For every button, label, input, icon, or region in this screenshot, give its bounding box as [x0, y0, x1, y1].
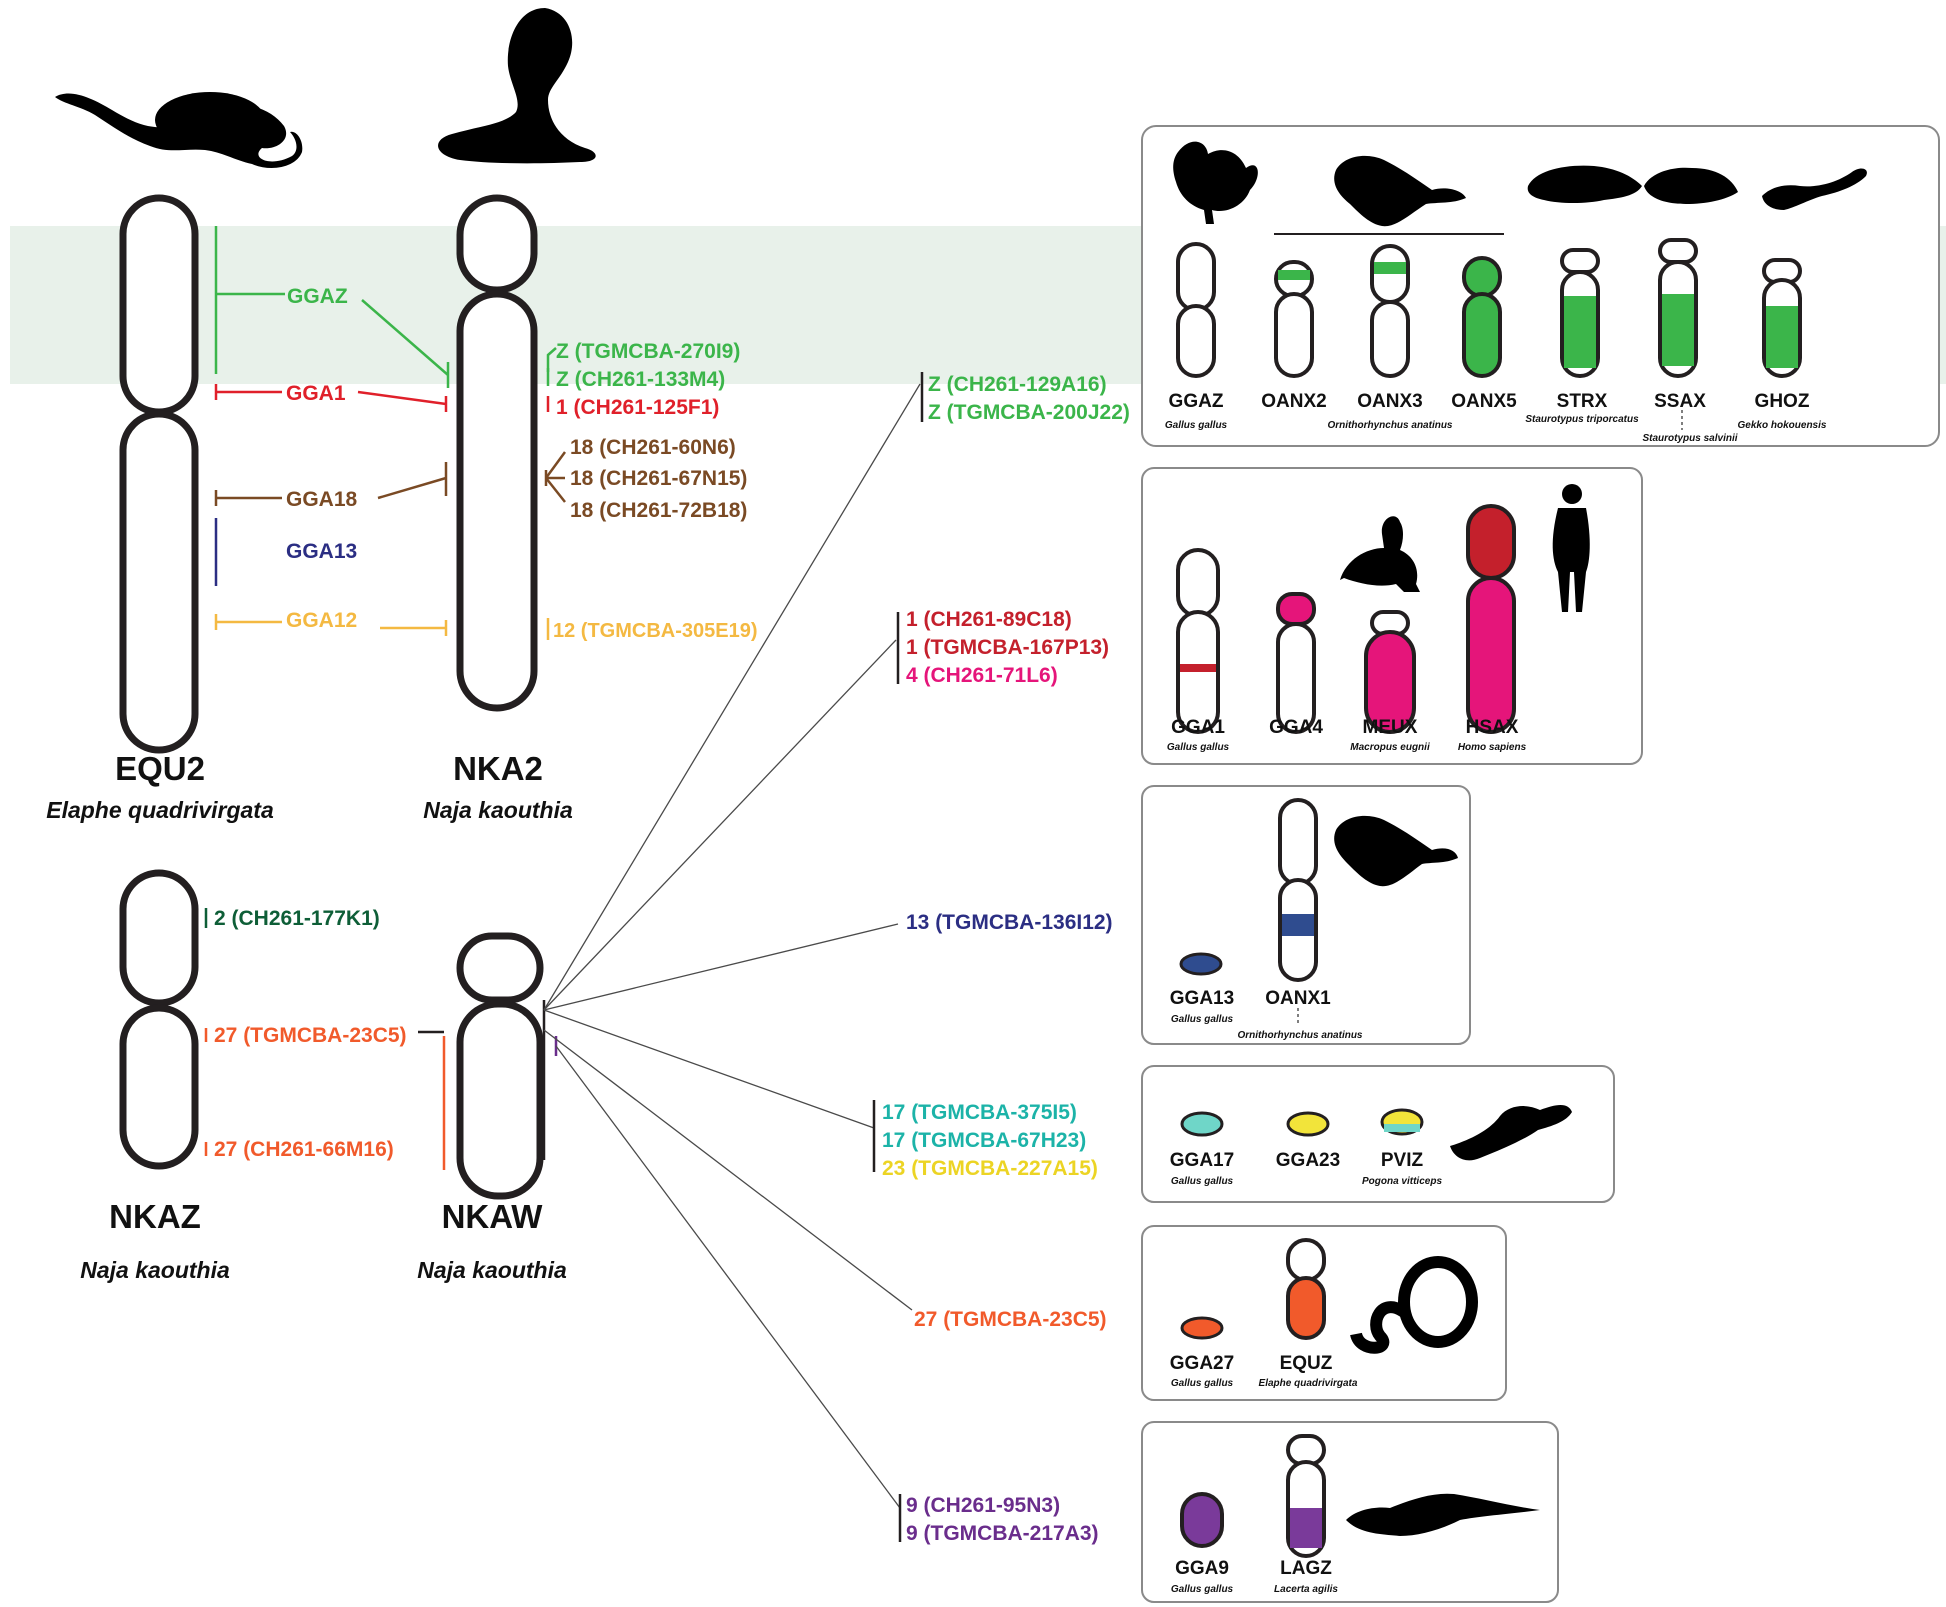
nka2-title: NKA2: [453, 750, 543, 787]
panel-z-label-2: OANX2: [1261, 391, 1326, 412]
panel-gga9-homologs: [1141, 1421, 1559, 1603]
equ2-chromosome: [119, 194, 199, 754]
probe-group-6-line-2: 9 (TGMCBA-217A3): [906, 1522, 1099, 1545]
panel-gga27-label-1: GGA27: [1170, 1353, 1234, 1374]
nkaw-chromosome: [456, 932, 544, 1200]
cobra-icon: [438, 8, 596, 164]
nkaz-chromosome: [119, 869, 199, 1170]
nkaw-connector-lines: [543, 383, 921, 1509]
bearded-dragon-icon: [1450, 1105, 1572, 1161]
nkaz-title: NKAZ: [109, 1198, 201, 1235]
equ2-band-ggaz: GGAZ: [287, 285, 348, 308]
nka2-species: Naja kaouthia: [423, 797, 573, 823]
panel-gga27-species-2: Elaphe quadrivirgata: [1259, 1378, 1358, 1389]
panel-gga1-homologs: [1141, 467, 1643, 765]
panel-gga1-label-2: GGA4: [1269, 717, 1323, 738]
equ2-band-gga13: GGA13: [286, 540, 357, 563]
nkaz-probe-1: 2 (CH261-177K1): [214, 907, 380, 930]
panel-gga1-species-1: Gallus gallus: [1167, 742, 1230, 753]
platypus-icon: [1334, 155, 1466, 227]
snake-icon: [55, 92, 303, 168]
probe-group-1-line-1: Z (CH261-129A16): [928, 373, 1107, 396]
panel-z-label-6: SSAX: [1654, 391, 1706, 412]
panel-gga27-homologs: [1141, 1225, 1507, 1401]
chicken-icon: [1173, 141, 1258, 224]
panel-z-species-5: Gekko hokouensis: [1738, 420, 1827, 431]
probe-group-2-line-3: 4 (CH261-71L6): [906, 664, 1058, 687]
human-icon: [1552, 484, 1590, 612]
equ2-band-gga12: GGA12: [286, 609, 357, 632]
equ2-band-gga1: GGA1: [286, 382, 346, 405]
nka2-probe-5: 18 (CH261-67N15): [570, 467, 747, 490]
wallaby-icon: [1340, 516, 1420, 592]
panel-z-label-3: OANX3: [1357, 391, 1422, 412]
nkaz-species: Naja kaouthia: [80, 1257, 230, 1283]
nka2-probe-2: Z (CH261-133M4): [556, 368, 725, 391]
coiled-snake-icon: [1350, 1256, 1478, 1354]
panel-z-species-3: Staurotypus triporcatus: [1525, 414, 1639, 425]
nka2-probe-6: 18 (CH261-72B18): [570, 499, 747, 522]
probe-group-1-line-2: Z (TGMCBA-200J22): [928, 401, 1130, 424]
panel-gga1-label-3: MEUX: [1363, 717, 1418, 738]
turtle-icon: [1527, 165, 1642, 203]
probe-group-6-line-1: 9 (CH261-95N3): [906, 1494, 1060, 1517]
panel-gga1-species-2: Macropus eugnii: [1350, 742, 1430, 753]
probe-group-2-line-2: 1 (TGMCBA-167P13): [906, 636, 1109, 659]
panel-z-species-2: Ornithorhynchus anatinus: [1327, 420, 1452, 431]
panel-gga9-label-1: GGA9: [1175, 1558, 1229, 1579]
panel-z-species-1: Gallus gallus: [1165, 420, 1228, 431]
panel-gga1-label-1: GGA1: [1171, 717, 1225, 738]
equ2-band-gga18: GGA18: [286, 488, 358, 511]
panel-z-species-4: Staurotypus salvinii: [1642, 433, 1737, 444]
panel-gga17-species-1: Gallus gallus: [1171, 1176, 1234, 1187]
probe-group-4-line-3: 23 (TGMCBA-227A15): [882, 1157, 1098, 1180]
nka2-chromosome: [456, 194, 538, 712]
probe-group-5-line-1: 27 (TGMCBA-23C5): [914, 1308, 1107, 1331]
probe-group-2-line-1: 1 (CH261-89C18): [906, 608, 1072, 631]
nka2-probe-3: 1 (CH261-125F1): [556, 396, 719, 419]
panel-gga1-species-3: Homo sapiens: [1458, 742, 1527, 753]
lizard-icon: [1346, 1493, 1540, 1536]
equ2-species: Elaphe quadrivirgata: [46, 797, 274, 823]
probe-group-3-line-1: 13 (TGMCBA-136I12): [906, 911, 1113, 934]
panel-gga17-label-1: GGA17: [1170, 1150, 1234, 1171]
panel-z-label-1: GGAZ: [1169, 391, 1224, 412]
panel-gga17-species-2: Pogona vitticeps: [1362, 1176, 1442, 1187]
panel-gga13-species-1: Gallus gallus: [1171, 1014, 1234, 1025]
panel-gga27-label-2: EQUZ: [1280, 1353, 1333, 1374]
panel-gga27-species-1: Gallus gallus: [1171, 1378, 1234, 1389]
panel-z-label-5: STRX: [1557, 391, 1608, 412]
panel-gga13-species-2: Ornithorhynchus anatinus: [1237, 1030, 1362, 1041]
nkaw-title: NKAW: [442, 1198, 544, 1235]
nka2-probe-1: Z (TGMCBA-270I9): [556, 340, 740, 363]
probe-group-4-line-1: 17 (TGMCBA-375I5): [882, 1101, 1077, 1124]
panel-gga9-species-1: Gallus gallus: [1171, 1584, 1234, 1595]
nka2-probe-7: 12 (TGMCBA-305E19): [553, 620, 758, 642]
nkaz-probe-3: 27 (CH261-66M16): [214, 1138, 394, 1161]
panel-z-label-7: GHOZ: [1755, 391, 1810, 412]
turtle-icon: [1644, 167, 1738, 204]
panel-gga17-label-3: PVIZ: [1381, 1150, 1424, 1171]
equ2-title: EQU2: [115, 750, 205, 787]
nka2-probe-4: 18 (CH261-60N6): [570, 436, 736, 459]
panel-gga17-label-2: GGA23: [1276, 1150, 1340, 1171]
panel-gga17-homologs: [1141, 1065, 1615, 1203]
gecko-icon: [1762, 168, 1867, 210]
panel-gga13-homologs: [1141, 785, 1471, 1045]
panel-z-label-4: OANX5: [1451, 391, 1517, 412]
probe-group-4-line-2: 17 (TGMCBA-67H23): [882, 1129, 1086, 1152]
nkaz-probe-2: 27 (TGMCBA-23C5): [214, 1024, 407, 1047]
panel-gga9-species-2: Lacerta agilis: [1274, 1584, 1338, 1595]
platypus-icon: [1334, 815, 1458, 887]
panel-gga9-label-2: LAGZ: [1280, 1558, 1332, 1579]
panel-gga1-label-4: HSAX: [1466, 717, 1519, 738]
panel-gga13-label-2: OANX1: [1265, 988, 1331, 1009]
panel-gga13-label-1: GGA13: [1170, 988, 1234, 1009]
panel-z-homologs: [1141, 125, 1940, 447]
nkaw-species: Naja kaouthia: [417, 1257, 567, 1283]
